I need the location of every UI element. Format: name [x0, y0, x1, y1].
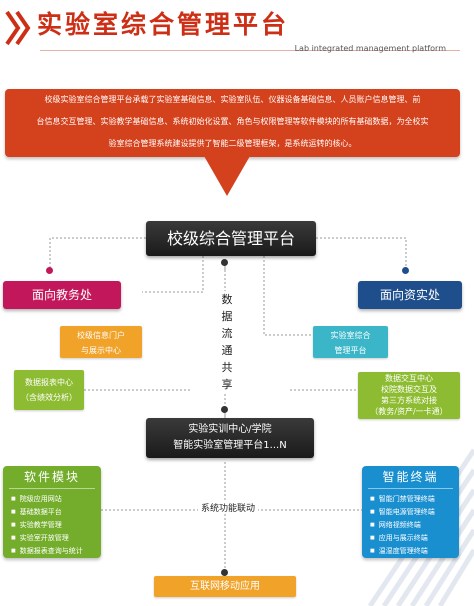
list-item: 实验教学管理: [11, 519, 101, 532]
list-item: 数据报表查询与统计: [11, 545, 101, 558]
list-item: 基础数据平台: [11, 506, 101, 519]
list-item: 智能电源管理终端: [370, 506, 459, 519]
central-platform-box: 校级综合管理平台: [146, 221, 316, 256]
academic-affairs-box: 面向教务处: [3, 281, 121, 309]
list-item: 温湿度管理终端: [370, 545, 459, 558]
software-module-list: 院级应用网站 基础数据平台 实验教学管理 实验室开放管理 数据报表查询与统计: [3, 493, 101, 558]
list-item: 智能门禁管理终端: [370, 493, 459, 506]
exchange-line-1: 数据交互中心: [385, 374, 433, 383]
list-item: 网络视频终端: [370, 519, 459, 532]
data-flow-char: 共: [221, 361, 233, 374]
exchange-line-3: 第三方系统对接: [381, 396, 437, 405]
training-line-1: 实验实训中心/学院: [188, 424, 272, 435]
data-flow-char: 通: [221, 344, 233, 357]
intro-line-2: 台信息交互管理、实验教学基础信息、系统初始化设置、角色与权限管理等软件模块的所有…: [36, 117, 429, 126]
page-subtitle: Lab integrated management platform: [294, 44, 446, 53]
bubble-tail: [204, 156, 250, 196]
software-modules-box: 软件模块 院级应用网站 基础数据平台 实验教学管理 实验室开放管理 数据报表查询…: [3, 466, 101, 558]
list-item: 应用与展示终端: [370, 532, 459, 545]
exchange-line-4: （教务/资产/一卡通）: [370, 407, 448, 416]
connector-dot-center-top: [221, 259, 228, 266]
system-linkage-label: 系统功能联动: [198, 501, 259, 514]
smart-terminals-title: 智能终端: [368, 466, 453, 489]
chevron-icon: [5, 10, 31, 46]
portal-box: 校级信息门户 与展示中心: [60, 326, 142, 358]
title-divider: [40, 50, 460, 51]
smart-terminals-box: 智能终端 智能门禁管理终端 智能电源管理终端 网络视频终端 应用与展示终端 温湿…: [362, 466, 459, 558]
data-flow-label: 数 据 流 通 共 享: [219, 291, 235, 393]
connector-dot-left: [46, 267, 53, 274]
data-flow-char: 流: [221, 327, 233, 340]
connector-dot-right: [402, 267, 409, 274]
intro-line-3: 验室综合管理系统建设提供了智能二级管理框架，是系统运转的核心。: [108, 139, 357, 148]
connector-dot-mobile: [221, 569, 228, 576]
asset-dept-box: 面向资实处: [358, 281, 462, 309]
exchange-line-2: 校院数据交互及: [381, 385, 437, 394]
data-flow-char: 据: [221, 310, 233, 323]
lab-platform-line-1: 实验室综合: [330, 331, 371, 340]
data-exchange-box: 数据交互中心 校院数据交互及 第三方系统对接 （教务/资产/一卡通）: [358, 372, 460, 419]
report-line-2: （含绩效分析）: [21, 393, 77, 402]
training-center-box: 实验实训中心/学院 智能实验室管理平台1...N: [146, 418, 314, 458]
data-flow-char: 数: [221, 293, 233, 306]
report-line-1: 数据报表中心: [25, 378, 73, 387]
portal-line-1: 校级信息门户: [77, 331, 125, 340]
list-item: 院级应用网站: [11, 493, 101, 506]
mobile-app-box: 互联网移动应用: [154, 576, 296, 597]
data-flow-char: 享: [221, 378, 233, 391]
lab-platform-box: 实验室综合 管理平台: [313, 326, 388, 358]
intro-bubble: 校级实验室综合管理平台承载了实验室基础信息、实验室队伍、仪器设备基础信息、人员账…: [5, 89, 460, 157]
intro-line-1: 校级实验室综合管理平台承载了实验室基础信息、实验室队伍、仪器设备基础信息、人员账…: [44, 95, 421, 104]
page-title: 实验室综合管理平台: [37, 10, 290, 39]
software-modules-title: 软件模块: [9, 466, 95, 489]
portal-line-2: 与展示中心: [81, 346, 121, 355]
report-center-box: 数据报表中心 （含绩效分析）: [14, 370, 84, 410]
training-line-2: 智能实验室管理平台1...N: [173, 440, 287, 451]
lab-platform-line-2: 管理平台: [334, 346, 367, 355]
list-item: 实验室开放管理: [11, 532, 101, 545]
smart-terminal-list: 智能门禁管理终端 智能电源管理终端 网络视频终端 应用与展示终端 温湿度管理终端: [362, 493, 459, 558]
connector-dot-center-bottom: [221, 406, 228, 413]
